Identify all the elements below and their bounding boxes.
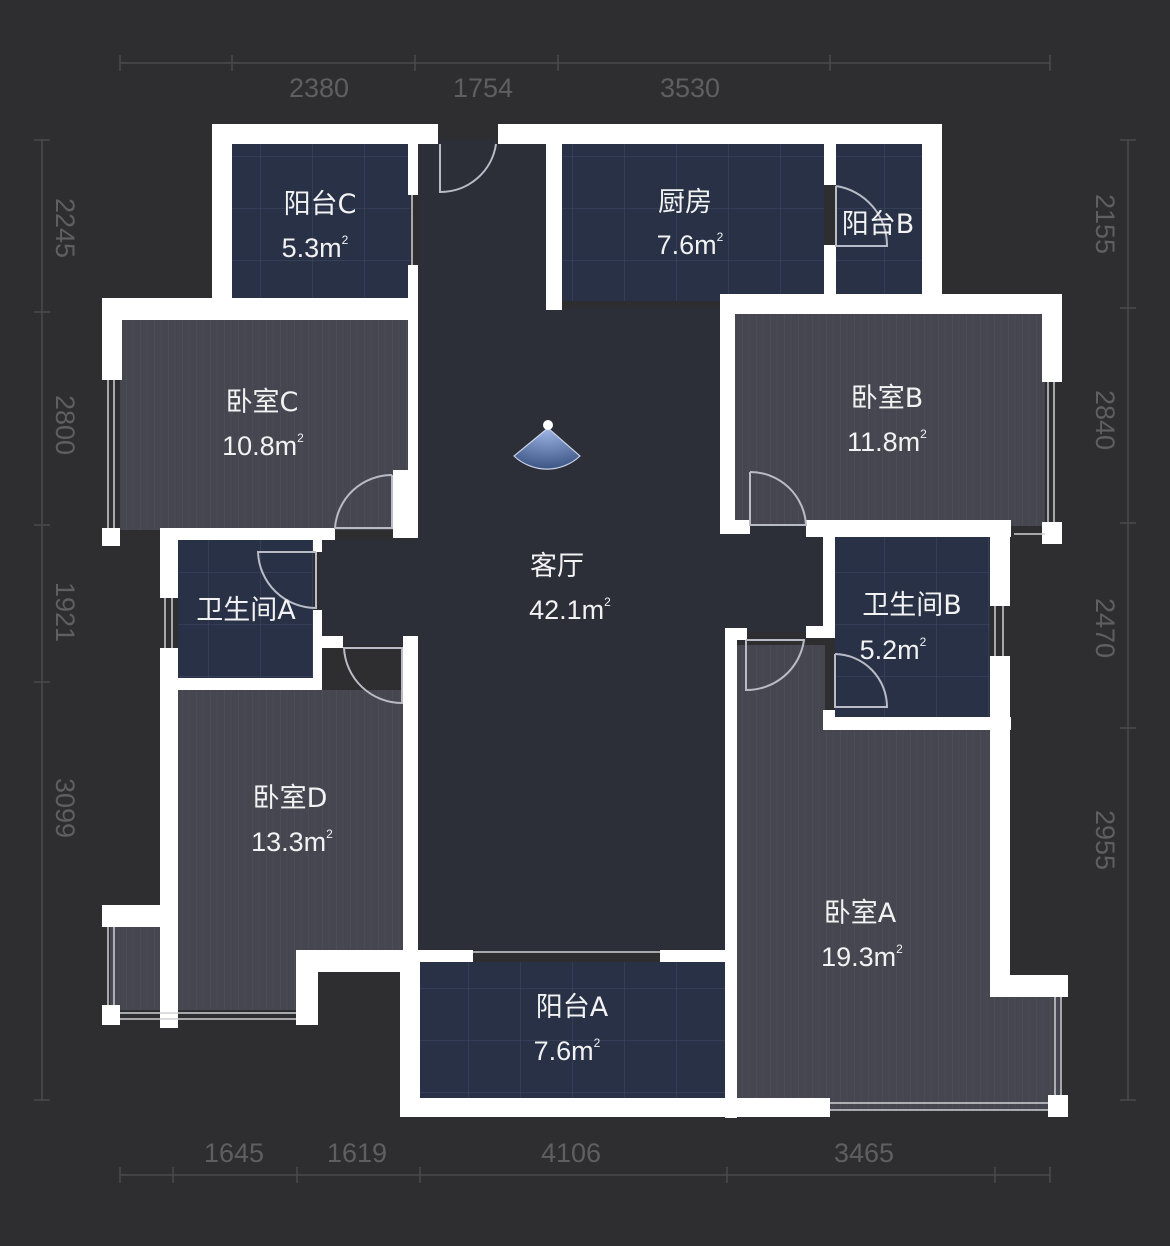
svg-text:7.6m2: 7.6m2	[534, 1036, 601, 1066]
dim-top-3: 3530	[660, 73, 720, 103]
dim-top-2: 1754	[453, 73, 513, 103]
room-living[interactable]	[320, 140, 825, 952]
windows	[107, 195, 1062, 1111]
svg-text:客厅: 客厅	[530, 551, 584, 582]
room-bedroom-c[interactable]	[120, 320, 408, 530]
svg-text:卫生间B: 卫生间B	[862, 590, 962, 621]
label-bedroom-c: 卧室C 10.8m2	[222, 387, 304, 461]
dim-bottom-4: 3465	[834, 1138, 894, 1168]
svg-text:5.2m2: 5.2m2	[860, 635, 927, 665]
dim-bottom-1: 1645	[204, 1138, 264, 1168]
room-balcony-a[interactable]	[420, 962, 725, 1100]
dim-right-4: 2955	[1090, 810, 1120, 870]
svg-text:11.8m2: 11.8m2	[847, 427, 927, 457]
walls	[102, 124, 1068, 1118]
dim-right-2: 2840	[1090, 390, 1120, 450]
label-balcony-a: 阳台A 7.6m2	[534, 992, 609, 1066]
svg-text:卧室C: 卧室C	[226, 387, 299, 418]
room-bedroom-b[interactable]	[735, 314, 1045, 526]
doors	[256, 143, 889, 708]
svg-text:13.3m2: 13.3m2	[251, 827, 333, 857]
room-bath-a[interactable]	[178, 540, 313, 678]
label-bedroom-a: 卧室A 19.3m2	[821, 898, 903, 972]
label-balcony-c: 阳台C 5.3m2	[282, 189, 357, 263]
svg-text:5.3m2: 5.3m2	[282, 233, 349, 263]
svg-text:卧室D: 卧室D	[253, 783, 328, 814]
svg-text:卧室A: 卧室A	[824, 898, 897, 929]
svg-text:19.3m2: 19.3m2	[821, 942, 903, 972]
room-bedroom-d[interactable]	[110, 690, 408, 1010]
dim-left-4: 3099	[50, 778, 80, 838]
svg-text:10.8m2: 10.8m2	[222, 431, 304, 461]
room-balcony-b[interactable]	[836, 143, 923, 301]
dim-left-1: 2245	[50, 198, 80, 258]
dim-right-1: 2155	[1090, 194, 1120, 254]
label-bedroom-b: 卧室B 11.8m2	[847, 383, 927, 457]
svg-text:阳台A: 阳台A	[536, 992, 609, 1023]
dim-left-2: 2800	[50, 395, 80, 455]
dim-top-1: 2380	[289, 73, 349, 103]
dim-bottom-3: 4106	[541, 1138, 601, 1168]
svg-text:厨房: 厨房	[658, 187, 712, 218]
label-balcony-b: 阳台B	[842, 209, 915, 240]
room-balcony-c[interactable]	[232, 143, 410, 308]
room-kitchen[interactable]	[562, 143, 824, 301]
svg-text:卧室B: 卧室B	[851, 383, 924, 414]
svg-text:阳台B: 阳台B	[842, 209, 915, 240]
room-bath-b[interactable]	[835, 537, 990, 717]
label-living: 客厅 42.1m2	[529, 551, 611, 625]
svg-text:7.6m2: 7.6m2	[657, 230, 724, 260]
dim-left-3: 1921	[50, 582, 80, 642]
label-bedroom-d: 卧室D 13.3m2	[251, 783, 333, 857]
svg-text:阳台C: 阳台C	[284, 189, 357, 220]
room-bedroom-a[interactable]	[737, 645, 1060, 1110]
label-bath-a: 卫生间A	[196, 595, 296, 626]
label-bath-b: 卫生间B 5.2m2	[860, 590, 962, 665]
dim-right-3: 2470	[1090, 598, 1120, 658]
label-kitchen: 厨房 7.6m2	[657, 187, 724, 260]
svg-text:42.1m2: 42.1m2	[529, 595, 611, 625]
svg-text:卫生间A: 卫生间A	[196, 595, 296, 626]
camera-view-cone-icon[interactable]	[513, 420, 581, 470]
dimension-lines	[34, 55, 1136, 1183]
dim-bottom-2: 1619	[327, 1138, 387, 1168]
